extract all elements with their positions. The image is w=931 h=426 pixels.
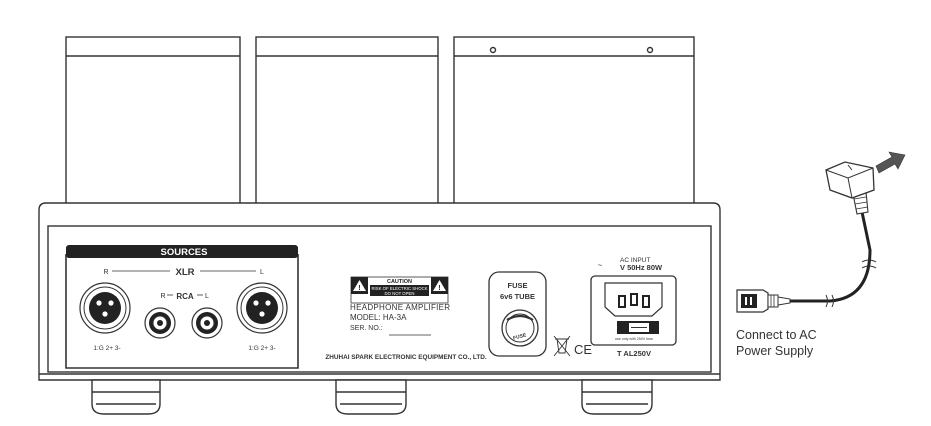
sources-title: SOURCES	[161, 247, 208, 258]
caution-line2: DO NOT OPEN	[384, 291, 414, 296]
rca-right-label: R	[160, 293, 165, 300]
foot-right	[581, 379, 653, 415]
serial-number: SER. NO.:	[350, 325, 383, 332]
xlr-connector-right[interactable]	[79, 282, 131, 334]
svg-text:!: !	[438, 285, 440, 292]
power-cord	[736, 151, 906, 313]
screw-icon	[646, 46, 654, 54]
arrow-icon	[875, 151, 906, 174]
label-plate: ! ! CAUTION RISK OF ELECTRIC SHOCK DO NO…	[325, 276, 487, 361]
ac-tilde: ~	[598, 261, 603, 270]
ce-mark: CE	[574, 342, 592, 357]
foot-middle	[335, 379, 407, 415]
rca-label: RCA	[176, 292, 194, 301]
ac-fuse-note: use only with 250V fuse	[615, 337, 653, 341]
model-number: MODEL: HA-3A	[350, 313, 407, 322]
xlr-pinout-left: 1:G 2+ 3-	[248, 345, 275, 352]
xlr-connector-left[interactable]	[236, 282, 288, 334]
ac-rating: V 50Hz 80W	[620, 263, 663, 272]
fuse-holder-cap[interactable]: FUSE	[501, 309, 539, 347]
xlr-right-label: R	[103, 269, 108, 276]
svg-text:!: !	[358, 285, 360, 292]
iec-connector-icon	[741, 294, 757, 308]
mains-plug-icon	[825, 161, 875, 199]
fuse-cap-text: FUSE	[513, 332, 528, 341]
xlr-label: XLR	[176, 267, 195, 278]
product-name: HEADPHONE AMPLIFIER	[350, 303, 450, 312]
xlr-left-label: L	[260, 269, 264, 276]
sources-panel: SOURCES R XLR L 1:G 2+ 3- R RCA L	[65, 245, 299, 369]
screw-icon	[489, 46, 497, 54]
iec-socket[interactable]	[604, 282, 663, 317]
fuse-subtitle: 6v6 TUBE	[500, 292, 535, 301]
ac-input-label: AC INPUT	[620, 257, 650, 264]
ac-inlet: ~ AC INPUT V 50Hz 80W use only with 250V…	[590, 257, 677, 358]
rca-left-label: L	[205, 293, 209, 300]
rca-jack-left[interactable]	[191, 307, 223, 339]
caption-line2: Power Supply	[736, 344, 814, 358]
feet	[91, 379, 653, 415]
caution-line1: RISK OF ELECTRIC SHOCK	[371, 286, 427, 291]
xlr-pinout-right: 1:G 2+ 3-	[93, 345, 120, 352]
ac-fuse-rating: T AL250V	[617, 349, 651, 358]
weee-bin-icon	[553, 335, 571, 357]
fuse-box: FUSE 6v6 TUBE FUSE	[488, 271, 547, 357]
caption-line1: Connect to AC	[736, 328, 817, 342]
rca-jack-right[interactable]	[144, 307, 176, 339]
power-caption: Connect to AC Power Supply	[736, 327, 876, 359]
foot-left	[91, 379, 161, 415]
manufacturer: ZHUHAI SPARK ELECTRONIC EQUIPMENT CO., L…	[325, 354, 487, 361]
fuse-title: FUSE	[507, 281, 527, 290]
fuse-drawer[interactable]	[617, 321, 659, 334]
caution-title: CAUTION	[387, 279, 412, 285]
